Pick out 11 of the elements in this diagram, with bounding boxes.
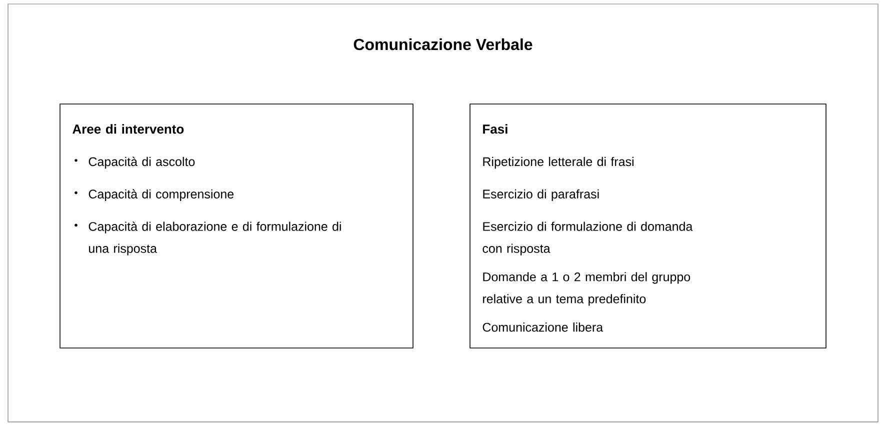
list-item: Capacità di comprensione (88, 189, 234, 201)
list-item: Esercizio di parafrasi (483, 189, 599, 201)
list-item: Comunicazione libera (482, 322, 604, 332)
list-item: Esercizio di formulazione di domanda con risposta (482, 222, 693, 256)
list-item: Capacità di elaborazione e di formulazione di una risposta (88, 222, 341, 256)
list-item: Ripetizione letterale di frasi (483, 156, 634, 169)
list-item: Capacità di ascolto (88, 156, 195, 169)
diagram-title: Comunicazione Verbale (354, 38, 532, 50)
box-heading: Fasi (483, 124, 508, 134)
list-item: Domande a 1 o 2 membri del gruppo relative a un tema predefinito (483, 272, 690, 306)
box-heading: Aree di intervento (72, 124, 184, 134)
